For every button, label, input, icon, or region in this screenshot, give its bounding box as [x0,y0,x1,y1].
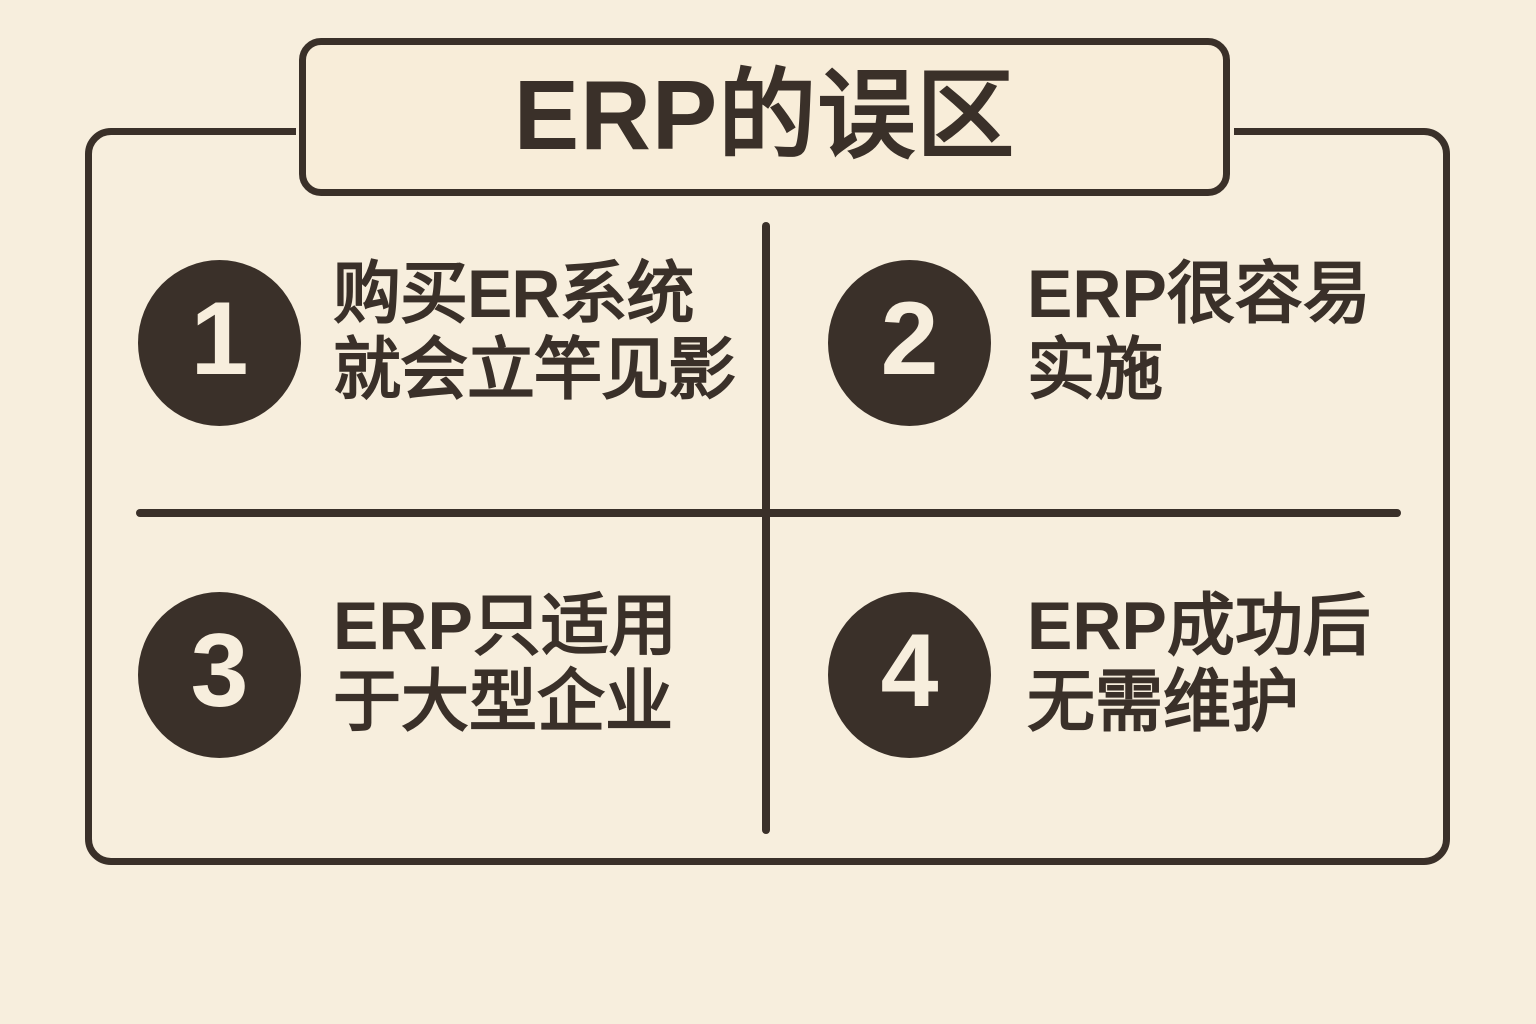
number-badge-1: 1 [138,260,301,426]
horizontal-divider [136,509,1401,517]
quadrant-item-4: 4 ERP成功后 无需维护 [828,584,1438,814]
quadrant-text-3: ERP只适用 于大型企业 [333,588,677,741]
page-title: ERP的误区 [513,60,1016,170]
quadrant-item-2: 2 ERP很容易 实施 [828,252,1438,482]
quadrant-text-2: ERP很容易 实施 [1027,256,1371,409]
quadrant-item-1: 1 购买ER系统 就会立竿见影 [138,252,770,482]
badge-number-label: 3 [190,613,249,729]
number-badge-4: 4 [828,592,991,758]
badge-number-label: 4 [880,613,939,729]
quadrant-text-4: ERP成功后 无需维护 [1027,588,1371,741]
badge-number-label: 2 [880,281,939,397]
title-card: ERP的误区 [299,38,1230,196]
number-badge-3: 3 [138,592,301,758]
vertical-divider [762,222,770,834]
quadrant-text-1: 购买ER系统 就会立竿见影 [333,256,736,409]
badge-number-label: 1 [190,281,249,397]
number-badge-2: 2 [828,260,991,426]
quadrant-item-3: 3 ERP只适用 于大型企业 [138,584,770,814]
